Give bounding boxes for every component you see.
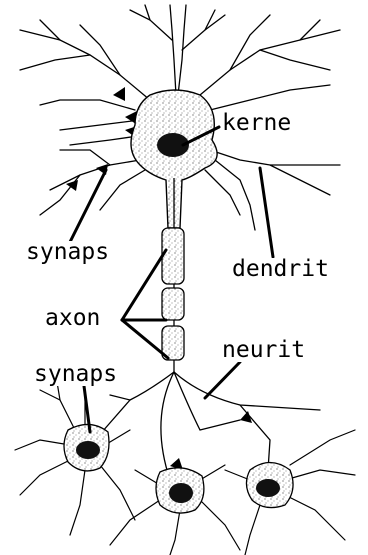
axon-terminals (95, 372, 320, 480)
lower-neuron-left (15, 370, 135, 535)
leader-dendrit (260, 168, 273, 257)
label-kerne: kerne (222, 112, 291, 135)
myelin-segment-1 (162, 228, 184, 284)
lower-neuron-right (225, 430, 355, 555)
leader-neurit (205, 362, 240, 398)
leader-axon-3 (122, 320, 168, 358)
label-dendrit: dendrit (232, 258, 329, 281)
myelin-segment-2 (162, 288, 184, 320)
leader-axon-1 (122, 250, 166, 320)
upper-synapse-terminals (66, 87, 137, 191)
label-synaps-bottom: synaps (34, 363, 117, 386)
label-axon: axon (45, 307, 100, 330)
label-neurit: neurit (222, 339, 305, 362)
label-synaps-top: synaps (26, 241, 109, 264)
